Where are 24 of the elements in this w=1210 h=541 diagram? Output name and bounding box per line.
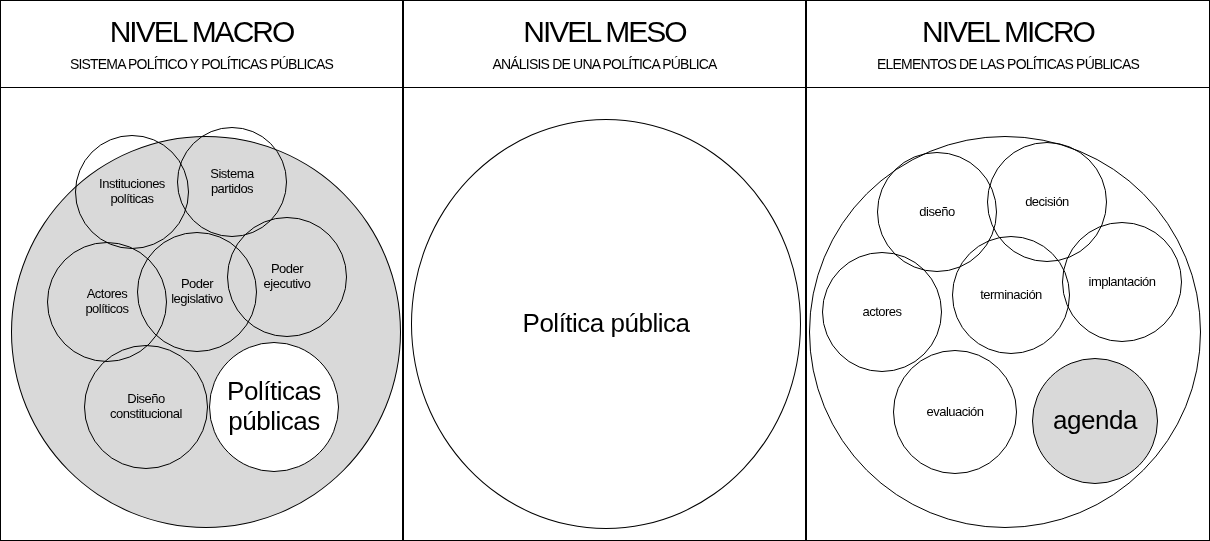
circle-label: diseño [918,204,956,220]
circle-label: actores [861,304,903,320]
circle-label: Políticas públicas [226,377,322,437]
circle-label: Poder legislativo [170,277,224,307]
panel-subtitle: ELEMENTOS DE LAS POLÍTICAS PÚBLICAS [876,55,1140,73]
circle-label: evaluación [925,404,985,420]
panel [806,0,1210,541]
circle-label: implantación [1087,274,1157,290]
panel [0,0,403,541]
panel-heading: NIVEL MESO [522,15,687,49]
circle-label: decisión [1024,194,1070,210]
circle-label: Actores políticos [84,287,130,317]
panel-subtitle: ANÁLISIS DE UNA POLÍTICA PÚBLICA [491,55,718,73]
circle-label: Sistema partidos [209,167,255,197]
circle-label: terminación [979,287,1043,303]
panel-heading: NIVEL MICRO [921,15,1096,49]
circle-label: Poder ejecutivo [262,262,312,292]
panel [403,0,806,541]
circle-label: Política pública [521,309,691,339]
circle-label: agenda [1052,406,1139,436]
panel-heading: NIVEL MACRO [108,15,295,49]
panel-subtitle: SISTEMA POLÍTICO Y POLÍTICAS PÚBLICAS [68,55,335,73]
circle-label: Diseño constitucional [109,392,183,422]
circle-label: Instituciones políticas [98,177,166,207]
